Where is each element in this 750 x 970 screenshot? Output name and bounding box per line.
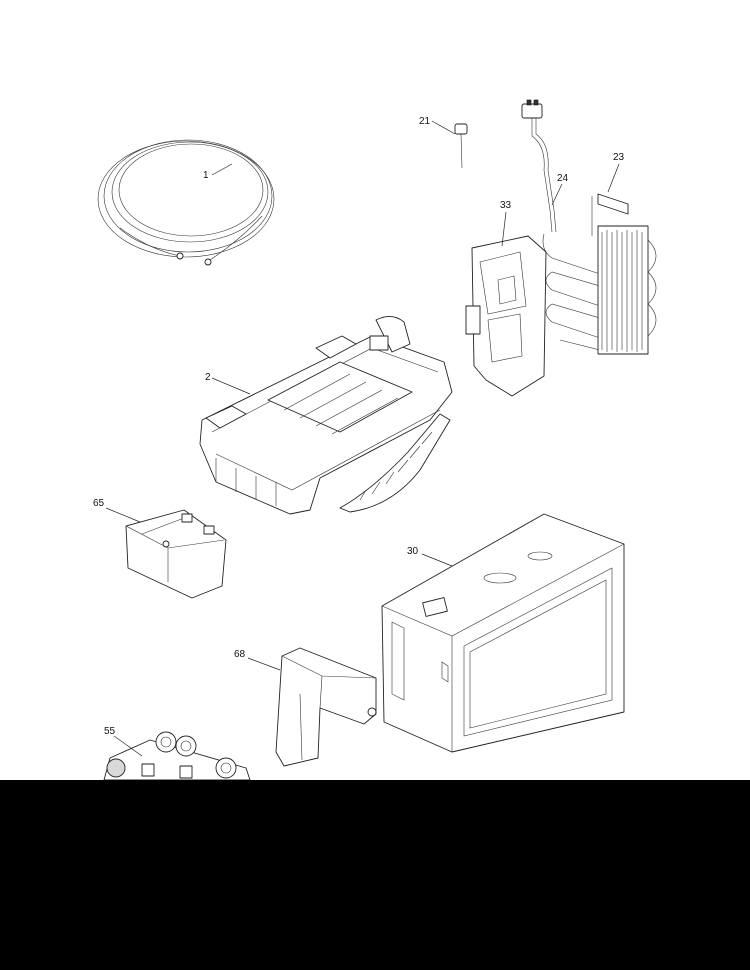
- black-band: [0, 780, 750, 970]
- callout-68: 68: [234, 649, 281, 671]
- callout-label: 24: [557, 173, 569, 184]
- callout-21: 21: [419, 116, 456, 135]
- callout-label: 33: [500, 200, 512, 211]
- callout-55: 55: [104, 726, 143, 757]
- part-1-tubing-coil: [97, 139, 275, 266]
- part-24-wire-harness: [521, 99, 557, 233]
- callout-1: 1: [203, 163, 233, 181]
- callout-label: 55: [104, 726, 116, 737]
- part-23-evaporator: [542, 193, 657, 355]
- callout-24: 24: [551, 173, 569, 206]
- callout-23: 23: [607, 152, 625, 193]
- parts-diagram: 1 21 24 23: [93, 99, 657, 780]
- part-33-bracket: [465, 235, 547, 397]
- part-68-duct: [275, 647, 377, 767]
- callout-label: 65: [93, 498, 105, 509]
- callout-33: 33: [500, 200, 512, 247]
- callout-65: 65: [93, 498, 141, 523]
- part-21-pin: [454, 123, 468, 169]
- callout-label: 23: [613, 152, 625, 163]
- part-65-cover: [125, 509, 227, 599]
- callout-30: 30: [407, 546, 453, 567]
- callout-2: 2: [205, 372, 251, 395]
- callout-label: 21: [419, 116, 431, 127]
- callout-label: 1: [203, 170, 209, 181]
- callout-label: 2: [205, 372, 211, 383]
- part-2-ice-maker: [199, 316, 453, 515]
- callout-label: 30: [407, 546, 419, 557]
- callout-label: 68: [234, 649, 246, 660]
- part-55-water-valve: [103, 731, 251, 780]
- part-30-housing: [381, 513, 625, 753]
